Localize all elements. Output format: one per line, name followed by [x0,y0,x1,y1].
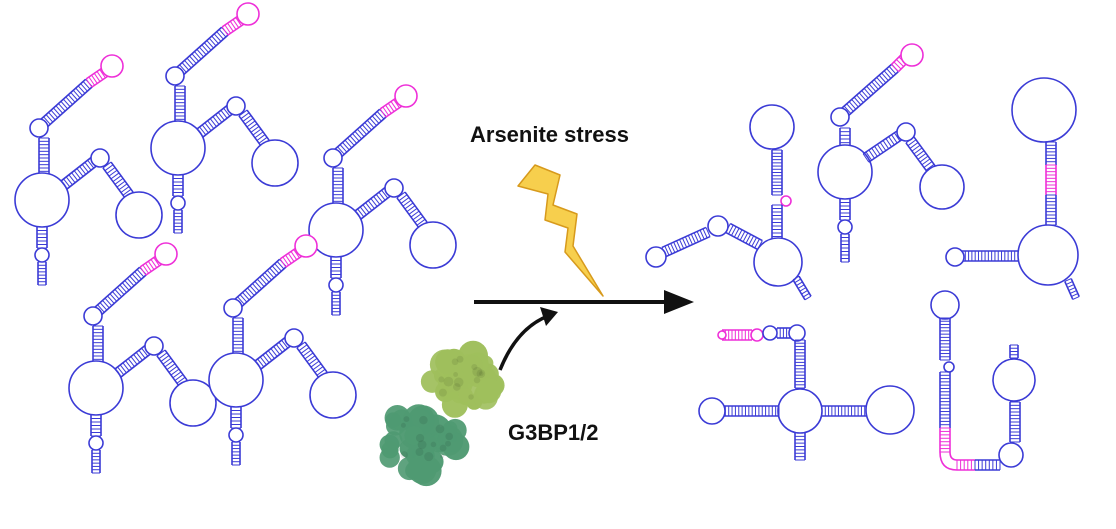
g3bp-protein-light-icon [420,340,505,418]
rna-structure-right-4 [698,324,915,461]
rna-structure-right-5 [930,290,1036,471]
rna-structure-right-2 [817,43,965,263]
rna-structure-left-2 [150,2,299,234]
g3bp-protein-dark-icon [379,404,470,487]
process-arrow [474,290,694,314]
rna-structure-left-4 [68,242,217,474]
curved-arrow-head [540,307,558,326]
stress-label: Arsenite stress [470,122,629,147]
curved-arrow [498,314,549,371]
lightning-bolt-icon [517,164,604,297]
protein-label: G3BP1/2 [508,420,599,445]
rna-structure-left-3 [308,84,457,316]
rna-structure-left-5 [208,234,357,466]
rna-structure-left-1 [14,54,163,286]
rna-structure-right-1 [645,104,812,301]
rna-structure-right-3 [945,77,1080,300]
